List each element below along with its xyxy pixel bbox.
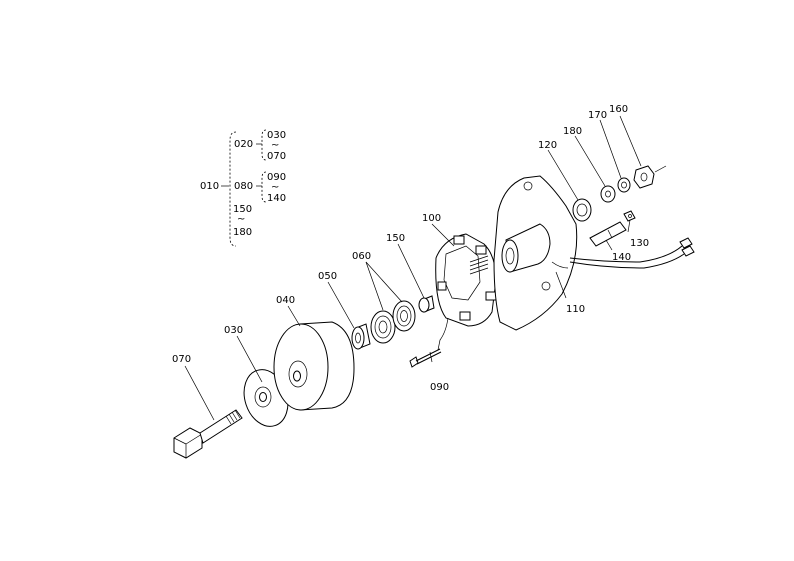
insulator-140 [589, 221, 627, 247]
label-050: 050 [318, 271, 337, 282]
tree-150-label: 150 [233, 204, 252, 215]
washer-180 [600, 185, 616, 203]
label-060: 060 [352, 251, 371, 262]
spacer-050 [351, 323, 371, 350]
assembly-tree: 010 020 030 ~ 070 080 090 ~ 140 150 ~ 18… [200, 129, 286, 247]
label-120: 120 [538, 140, 557, 151]
label-100: 100 [422, 213, 441, 224]
tree-070-label: 070 [267, 151, 286, 162]
tree-180-label: 180 [233, 227, 252, 238]
screw-090 [409, 348, 442, 368]
tree-tilde: ~ [237, 214, 245, 225]
stator-100 [435, 233, 497, 351]
tree-140-label: 140 [267, 193, 286, 204]
label-040: 040 [276, 295, 295, 306]
nut-160 [633, 165, 667, 189]
lock-washer-170 [617, 177, 631, 193]
housing-110 [493, 175, 578, 331]
label-160: 160 [609, 104, 628, 115]
label-150: 150 [386, 233, 405, 244]
label-090: 090 [430, 382, 449, 393]
label-140: 140 [612, 252, 631, 263]
wire-harness [569, 237, 695, 269]
label-130: 130 [630, 238, 649, 249]
pulley-040 [273, 321, 355, 411]
bearing-060-a [370, 310, 396, 344]
label-030: 030 [224, 325, 243, 336]
tree-080-label: 080 [234, 181, 253, 192]
part-labels: 070 030 040 050 060 150 100 120 180 170 … [172, 104, 649, 393]
label-070: 070 [172, 354, 191, 365]
bearing-120 [572, 198, 592, 222]
tree-090-label: 090 [267, 172, 286, 183]
label-180: 180 [563, 126, 582, 137]
tree-020-label: 020 [234, 139, 253, 150]
tree-tilde: ~ [271, 140, 279, 151]
leader-lines [184, 115, 642, 421]
collar-150 [418, 295, 435, 313]
terminal-bolt-130 [623, 210, 636, 222]
tree-tilde: ~ [271, 182, 279, 193]
label-170: 170 [588, 110, 607, 121]
tree-030-label: 030 [267, 130, 286, 141]
label-110: 110 [566, 304, 585, 315]
bearing-060-b [392, 300, 416, 332]
tree-root-label: 010 [200, 181, 219, 192]
bolt-070 [173, 409, 243, 459]
